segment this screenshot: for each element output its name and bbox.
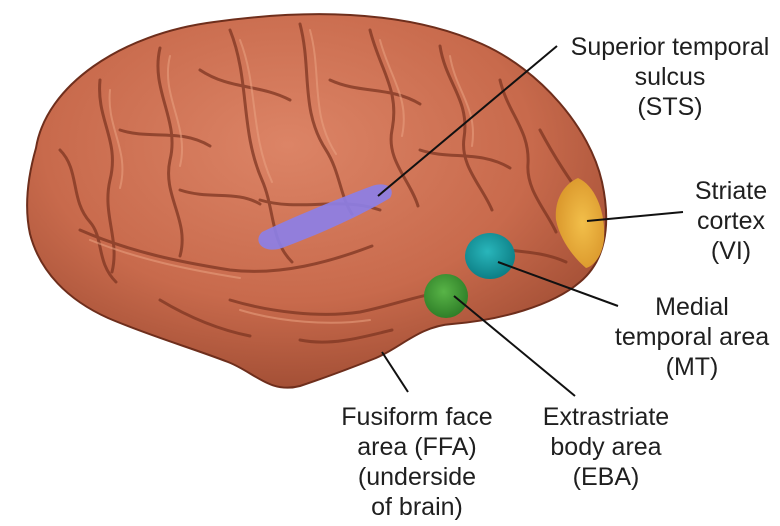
eba-region (424, 274, 468, 318)
label-line: (MT) (665, 353, 719, 381)
label-line: Striate (694, 177, 768, 205)
label-line: Fusiform face (341, 403, 493, 431)
ffa-leader-line (381, 351, 409, 393)
label-line: Medial (655, 293, 729, 321)
eba-leader-line (453, 295, 576, 397)
sts-region (258, 184, 392, 250)
label-line: cortex (696, 207, 766, 235)
label-striate-cortex: Striate cortex (VI) (686, 176, 776, 266)
label-line: body area (550, 433, 662, 461)
sts-leader-line (377, 45, 558, 197)
label-line: temporal area (614, 323, 770, 351)
label-line: (VI) (710, 237, 752, 265)
label-line: (STS) (637, 93, 703, 121)
label-fusiform-face-area: Fusiform face area (FFA) (underside of b… (322, 402, 512, 522)
mt-leader-line (497, 261, 619, 307)
leader-lines (377, 45, 684, 397)
label-line: (underside (357, 463, 477, 491)
label-extrastriate-body-area: Extrastriate body area (EBA) (536, 402, 676, 492)
label-line: of brain) (371, 493, 463, 521)
label-line: (EBA) (572, 463, 640, 491)
label-medial-temporal-area: Medial temporal area (MT) (604, 292, 780, 382)
label-line: area (FFA) (357, 433, 477, 461)
label-line: Extrastriate (542, 403, 670, 431)
label-line: sulcus (634, 63, 706, 91)
label-line: Superior temporal (570, 33, 770, 61)
label-superior-temporal-sulcus: Superior temporal sulcus (STS) (560, 32, 780, 122)
v1-leader-line (586, 211, 684, 222)
v1-region (555, 178, 605, 268)
mt-region (465, 233, 515, 279)
